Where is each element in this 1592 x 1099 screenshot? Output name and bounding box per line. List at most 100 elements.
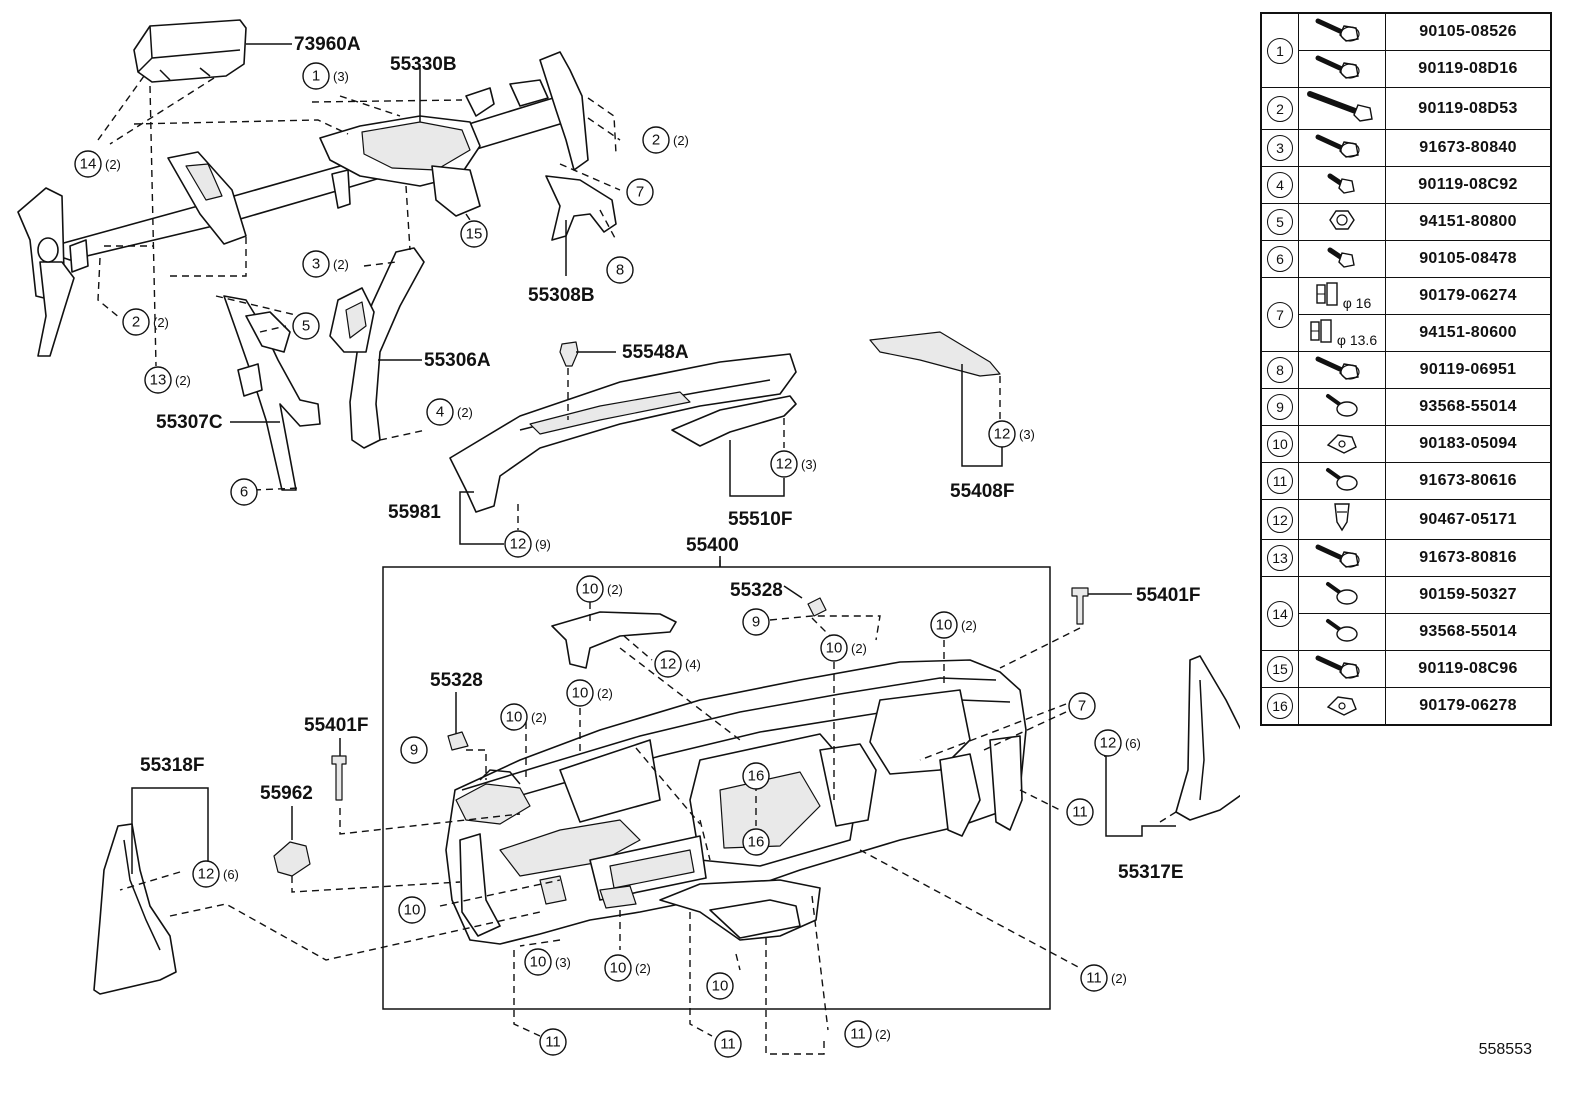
svg-text:11: 11 <box>545 1034 561 1051</box>
callout-10-f: 10(3) <box>524 948 571 976</box>
side-cover-55317e-shape <box>1175 655 1240 821</box>
svg-text:3: 3 <box>312 256 320 273</box>
bolt-washer-icon <box>1298 351 1386 389</box>
svg-text:(3): (3) <box>1019 427 1035 442</box>
svg-text:9: 9 <box>410 742 418 759</box>
callout-11-bottom-a: 11 <box>539 1028 567 1056</box>
legend-row-14-2: 93568-55014 <box>1261 613 1552 651</box>
clip-55548a-shape <box>559 341 579 367</box>
callout-11-right: 11 <box>1066 798 1094 826</box>
svg-text:11: 11 <box>850 1026 866 1043</box>
svg-text:12: 12 <box>198 866 215 883</box>
ref-55328-upper: 55328 <box>730 580 783 601</box>
ref-55401f-left: 55401F <box>304 715 368 736</box>
svg-text:9: 9 <box>752 614 760 631</box>
svg-text:(2): (2) <box>175 373 191 388</box>
screw-55401f-left-shape <box>331 755 347 801</box>
callout-15: 15 <box>460 220 488 248</box>
callout-1: 1(3) <box>302 62 349 90</box>
svg-text:(6): (6) <box>223 867 239 882</box>
legend-key-cell: 6 <box>1260 240 1299 278</box>
callout-13: 13 (2) <box>144 366 191 394</box>
svg-text:10: 10 <box>404 902 421 919</box>
callout-11-lower-right: 11(2) <box>1080 964 1127 992</box>
part-number: 94151-80600 <box>1385 314 1552 352</box>
ref-55317e: 55317E <box>1118 862 1184 883</box>
svg-text:11: 11 <box>1072 804 1088 821</box>
callout-10-a: 10 (2) <box>576 575 623 603</box>
ref-55318f: 55318F <box>140 755 204 776</box>
legend-key-cell: 1 <box>1260 12 1299 88</box>
svg-text:12: 12 <box>660 656 677 673</box>
legend-key-number: 9 <box>1267 394 1293 420</box>
svg-text:10: 10 <box>572 685 589 702</box>
legend-row-7-2: φ 13.6 94151-80600 <box>1261 314 1552 352</box>
ref-55408f: 55408F <box>950 481 1014 502</box>
svg-text:(3): (3) <box>801 457 817 472</box>
legend-key-cell: 4 <box>1260 166 1299 204</box>
callout-12-55318f: 12 (6) <box>192 860 239 888</box>
svg-text:10: 10 <box>582 581 599 598</box>
svg-text:(2): (2) <box>851 641 867 656</box>
svg-text:12: 12 <box>994 426 1011 443</box>
part-number: 90105-08478 <box>1385 240 1552 278</box>
clip-nut-icon <box>1298 425 1386 463</box>
screw-55401f-right-shape <box>1071 587 1089 625</box>
svg-text:(2): (2) <box>607 582 623 597</box>
legend-key-number: 5 <box>1267 209 1293 235</box>
callout-10-d: 10(2) <box>566 679 613 707</box>
svg-text:12: 12 <box>776 456 793 473</box>
svg-text:(2): (2) <box>457 405 473 420</box>
bolt-washer-icon <box>1298 539 1386 577</box>
clip-diameter-label: φ 13.6 <box>1336 331 1378 348</box>
bolt-washer-icon <box>1298 50 1386 88</box>
legend-key-cell: 14 <box>1260 576 1299 651</box>
legend-key-number: 14 <box>1267 600 1293 627</box>
legend-key-cell: 2 <box>1260 87 1299 130</box>
legend-key-number: 2 <box>1267 95 1293 122</box>
ref-55400: 55400 <box>686 535 739 556</box>
bolt-washer-icon <box>1298 129 1386 167</box>
svg-text:10: 10 <box>610 960 627 977</box>
part-number: 90179-06274 <box>1385 277 1552 315</box>
svg-text:5: 5 <box>302 318 310 335</box>
callouts: 1(3) 14(2) 2(2) 7 15 8 3(2) 2(2) 5 13(2)… <box>74 62 1141 1058</box>
callout-7-right: 7 <box>1068 692 1096 720</box>
part-number: 93568-55014 <box>1385 388 1552 426</box>
clip-dim-icon: φ 13.6 <box>1298 314 1386 352</box>
callout-12-55510f: 12 (3) <box>770 450 817 478</box>
legend-row-6: 6 90105-08478 <box>1260 240 1552 278</box>
short-bolt-icon <box>1298 166 1386 204</box>
legend-key-number: 6 <box>1267 246 1293 272</box>
legend-row-9: 9 93568-55014 <box>1260 388 1552 426</box>
legend-key-number: 7 <box>1267 301 1293 328</box>
callout-16-lower: 16 <box>742 828 770 856</box>
assembly-lines <box>97 75 1177 1055</box>
clip-dim-icon: φ 16 <box>1298 277 1386 315</box>
callout-10-c: 10(2) <box>930 611 977 639</box>
svg-text:(2): (2) <box>961 618 977 633</box>
part-number: 94151-80800 <box>1385 203 1552 241</box>
document-id: 558553 <box>1478 1041 1532 1058</box>
legend-key-cell: 13 <box>1260 539 1299 577</box>
part-number: 91673-80616 <box>1385 462 1552 500</box>
callout-12-55328: 12(4) <box>654 650 701 678</box>
upper-panel-55981-shape <box>449 353 797 513</box>
svg-text:13: 13 <box>150 372 167 389</box>
part-number: 90119-08D16 <box>1385 50 1552 88</box>
ref-55328-lower: 55328 <box>430 670 483 691</box>
callout-6: 6 <box>230 478 258 506</box>
svg-text:(2): (2) <box>635 961 651 976</box>
svg-text:14: 14 <box>80 156 97 173</box>
callout-4: 4(2) <box>426 398 473 426</box>
svg-text:2: 2 <box>652 132 660 149</box>
callout-14: 14(2) <box>74 150 121 178</box>
svg-text:(2): (2) <box>333 257 349 272</box>
screw-icon <box>1298 576 1386 614</box>
exploded-dashboard-diagram: 73960A 55330B 55308B 55306A 55307C 55548… <box>17 19 1240 1058</box>
part-number: 90183-05094 <box>1385 425 1552 463</box>
